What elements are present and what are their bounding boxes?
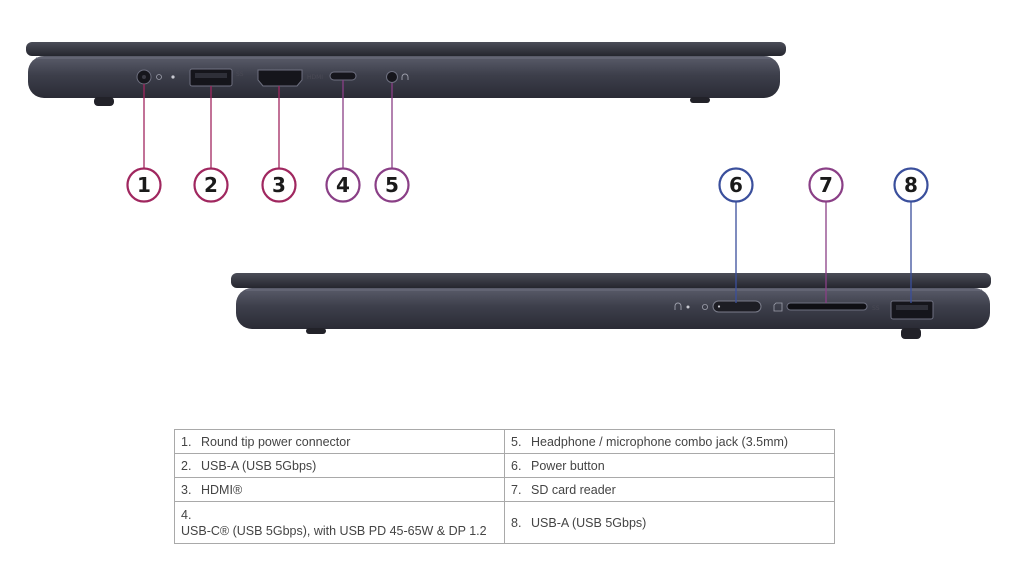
port-legend-table: 1.Round tip power connector 5.Headphone … — [174, 429, 835, 544]
legend-item-7: 7.SD card reader — [504, 477, 835, 502]
svg-text:5: 5 — [385, 173, 399, 197]
table-row: 1.Round tip power connector 5.Headphone … — [174, 429, 835, 454]
audio-jack — [386, 71, 398, 83]
callout-8: 8 — [893, 167, 929, 203]
sd-card-slot — [786, 302, 868, 311]
legend-item-5: 5.Headphone / microphone combo jack (3.5… — [504, 429, 835, 454]
rubber-foot-right-front — [901, 328, 921, 339]
legend-item-6: 6.Power button — [504, 453, 835, 478]
status-led — [686, 305, 690, 309]
legend-item-1: 1.Round tip power connector — [174, 429, 505, 454]
power-button — [712, 300, 762, 313]
usb-c-port — [329, 71, 357, 81]
charge-led — [171, 75, 175, 79]
callout-6: 6 — [718, 167, 754, 203]
usb-a-marking-right: SS — [872, 305, 880, 312]
rubber-foot-right-rear — [306, 328, 326, 334]
callout-7: 7 — [808, 167, 844, 203]
svg-text:6: 6 — [729, 173, 743, 197]
laptop-lid-left — [26, 42, 786, 56]
power-button-icon — [702, 303, 709, 310]
laptop-lid-right — [231, 273, 991, 288]
legend-item-8: 8.USB-A (USB 5Gbps) — [504, 501, 835, 544]
rubber-foot-left-front — [94, 97, 114, 106]
laptop-right-side-view: SS — [231, 273, 991, 339]
sd-card-icon — [773, 302, 783, 312]
svg-text:4: 4 — [336, 173, 350, 197]
svg-text:2: 2 — [204, 173, 218, 197]
rubber-foot-left-rear — [690, 97, 710, 103]
svg-text:8: 8 — [904, 173, 918, 197]
callout-1: 1 — [126, 167, 162, 203]
svg-text:3: 3 — [272, 173, 286, 197]
table-row: 4.USB-C® (USB 5Gbps), with USB PD 45-65W… — [174, 501, 835, 544]
headphone-icon — [401, 73, 409, 80]
table-row: 3.HDMI® 7.SD card reader — [174, 477, 835, 502]
laptop-base-left — [28, 56, 780, 98]
callout-5: 5 — [374, 167, 410, 203]
laptop-base-right — [236, 288, 990, 329]
table-row: 2.USB-A (USB 5Gbps) 6.Power button — [174, 453, 835, 478]
laptop-left-side-view: SS HDMI — [26, 42, 786, 106]
svg-text:1: 1 — [137, 173, 151, 197]
laptop-ports-diagram: SS HDMI SS — [26, 42, 991, 339]
mic-icon — [674, 302, 682, 310]
legend-item-2: 2.USB-A (USB 5Gbps) — [174, 453, 505, 478]
callout-3: 3 — [261, 167, 297, 203]
hdmi-marking: HDMI — [307, 74, 323, 81]
legend-item-3: 3.HDMI® — [174, 477, 505, 502]
callout-lines-right — [735, 202, 912, 303]
callout-lines-left — [143, 80, 393, 169]
power-icon — [156, 74, 162, 80]
usb-a-marking-left: SS — [236, 71, 244, 78]
callout-2: 2 — [193, 167, 229, 203]
hdmi-port — [257, 69, 303, 87]
svg-text:7: 7 — [819, 173, 833, 197]
legend-item-4: 4.USB-C® (USB 5Gbps), with USB PD 45-65W… — [174, 501, 505, 544]
callout-4: 4 — [325, 167, 361, 203]
